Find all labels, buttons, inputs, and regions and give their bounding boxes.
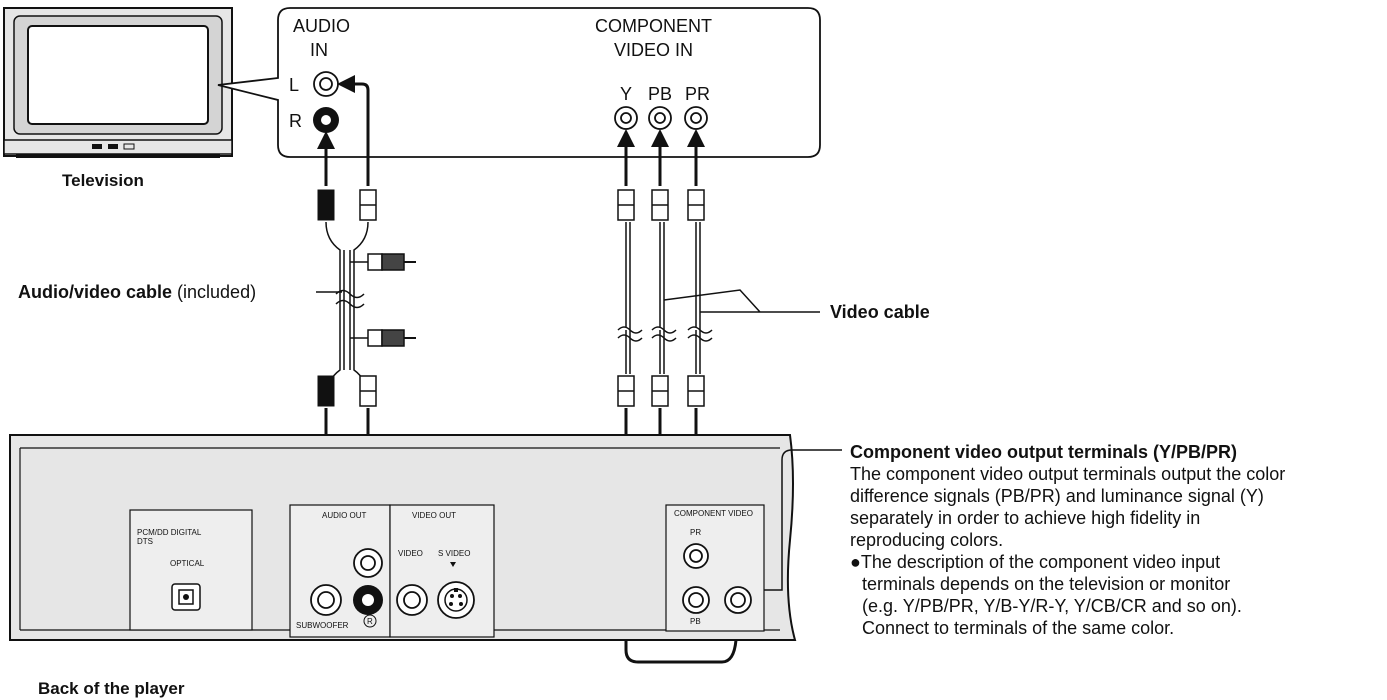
player-audio-left-jack xyxy=(353,548,383,578)
description-bullet-3: (e.g. Y/PB/PR, Y/B-Y/R-Y, Y/CB/CR and so… xyxy=(862,596,1242,616)
audio-right-label: R xyxy=(289,111,302,131)
tv-audio-left-jack xyxy=(313,71,339,97)
tv-component-y-jack xyxy=(614,106,638,130)
player-s-video-jack xyxy=(437,581,475,619)
player-subwoofer-jack xyxy=(310,584,342,616)
player-component-y-jack xyxy=(724,586,752,614)
player-video-jack xyxy=(396,584,428,616)
player-pb-label: PB xyxy=(690,617,701,626)
tv-component-pr-jack xyxy=(684,106,708,130)
description-line-4: reproducing colors. xyxy=(850,530,1004,550)
component-description: Component video output terminals (Y/PB/P… xyxy=(850,441,1370,639)
television-illustration xyxy=(3,7,233,158)
r-mark: R xyxy=(367,617,373,626)
video-cable-label: Video cable xyxy=(830,302,930,322)
s-video-label: S VIDEO xyxy=(438,549,470,558)
tv-component-pb-jack xyxy=(648,106,672,130)
av-cable-label: Audio/video cable (included) xyxy=(18,282,256,302)
description-bullet-4: Connect to terminals of the same color. xyxy=(862,618,1175,638)
description-bullet-2: terminals depends on the television or m… xyxy=(862,574,1231,594)
tv-pr-label: PR xyxy=(685,84,710,104)
description-line-3: separately in order to achieve high fide… xyxy=(850,508,1201,528)
player-component-pr-jack xyxy=(683,543,709,569)
optical-port xyxy=(171,583,201,611)
video-cable-leader xyxy=(663,289,820,313)
audio-in-label-1: AUDIO xyxy=(293,16,350,36)
television-caption: Television xyxy=(62,171,144,190)
player-pr-label: PR xyxy=(690,528,701,537)
audio-in-label-2: IN xyxy=(310,40,328,60)
tv-y-label: Y xyxy=(620,84,632,104)
video-jack-label: VIDEO xyxy=(398,549,423,558)
component-callout-line xyxy=(764,449,842,591)
digital-out-label-2: DTS xyxy=(137,537,153,546)
audio-out-label: AUDIO OUT xyxy=(322,511,367,520)
r-mark-circle xyxy=(363,614,377,628)
component-in-label-2: VIDEO IN xyxy=(614,40,693,60)
component-in-label-1: COMPONENT xyxy=(595,16,712,36)
video-out-label: VIDEO OUT xyxy=(412,511,456,520)
description-line-2: difference signals (PB/PR) and luminance… xyxy=(850,486,1264,506)
optical-label: OPTICAL xyxy=(170,559,205,568)
description-heading: Component video output terminals (Y/PB/P… xyxy=(850,442,1238,462)
component-video-out-label: COMPONENT VIDEO xyxy=(674,509,753,518)
player-caption: Back of the player xyxy=(38,679,185,698)
description-line-1: The component video output terminals out… xyxy=(850,464,1286,484)
tv-pb-label: PB xyxy=(648,84,672,104)
player-component-pb-jack xyxy=(682,586,710,614)
audio-left-label: L xyxy=(289,75,299,95)
digital-out-label-1: PCM/DD DIGITAL xyxy=(137,528,202,537)
description-bullet-1: ●The description of the component video … xyxy=(850,552,1221,572)
player-audio-right-jack xyxy=(353,585,383,615)
subwoofer-label: SUBWOOFER xyxy=(296,621,349,630)
tv-audio-right-jack xyxy=(313,107,339,133)
s-video-arrow-icon xyxy=(450,562,456,567)
